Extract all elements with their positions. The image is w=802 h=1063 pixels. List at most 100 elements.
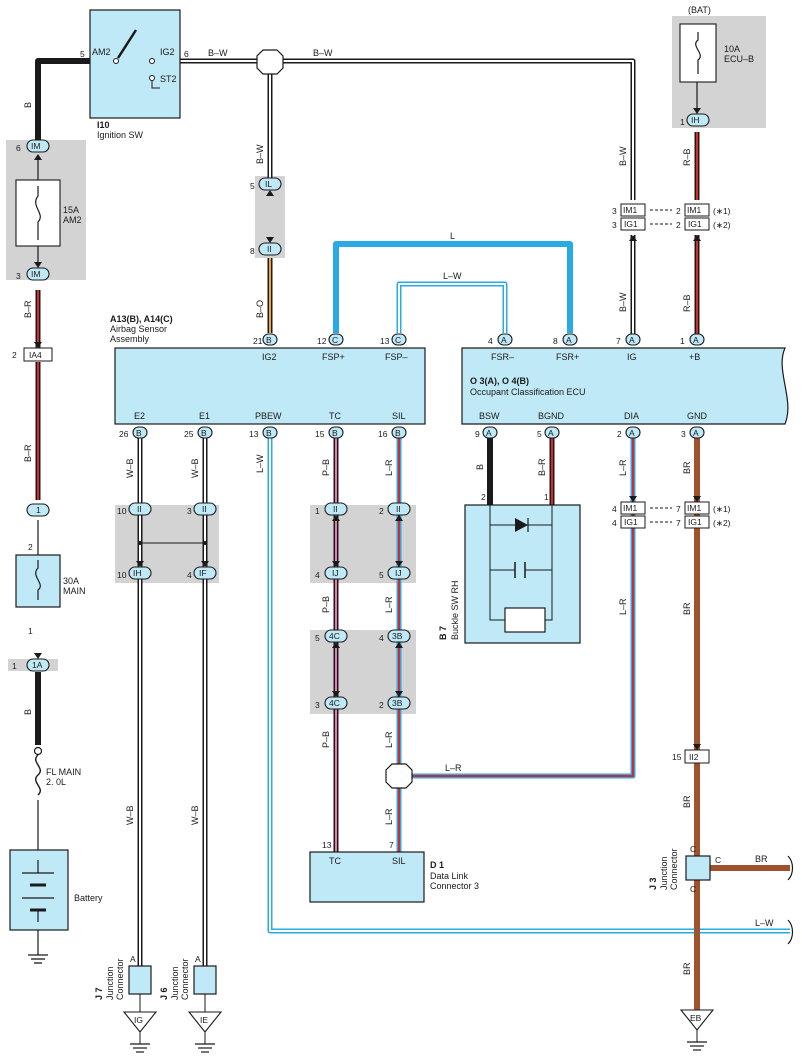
svg-text:II: II bbox=[333, 504, 338, 514]
svg-text:5: 5 bbox=[250, 181, 255, 191]
fuse-main-name: MAIN bbox=[63, 586, 86, 596]
wire-b-main bbox=[35, 58, 90, 140]
fl-main: FL MAIN 2. 0L bbox=[33, 746, 81, 796]
svg-text:8: 8 bbox=[553, 336, 558, 346]
svg-text:E2: E2 bbox=[134, 411, 145, 421]
svg-text:13: 13 bbox=[380, 336, 390, 346]
occ-top-pin: 1 A +B bbox=[680, 333, 705, 362]
fuse-main-pin-top: 2 bbox=[28, 542, 33, 552]
svg-text:II: II bbox=[202, 504, 207, 514]
svg-text:4C: 4C bbox=[329, 698, 340, 708]
occ-top-pin: 7 A IG bbox=[616, 333, 641, 362]
svg-text:II: II bbox=[137, 504, 142, 514]
svg-text:C: C bbox=[395, 335, 401, 345]
svg-text:(∗2): (∗2) bbox=[713, 518, 731, 528]
svg-text:Connector: Connector bbox=[115, 958, 125, 1000]
svg-text:A: A bbox=[566, 335, 572, 345]
ign-ig2-label: IG2 bbox=[160, 47, 175, 57]
buckle-pin-right: 1 bbox=[544, 492, 549, 502]
svg-text:B: B bbox=[266, 428, 272, 438]
fuse-main-pin-bot: 1 bbox=[28, 626, 33, 636]
occ-top-pin: 4 A FSR– bbox=[488, 333, 514, 362]
svg-text:FSR–: FSR– bbox=[491, 352, 514, 362]
svg-text:4: 4 bbox=[379, 633, 384, 643]
airbag-sensor-assembly: A13(B), A14(C) Airbag Sensor Assembly 21… bbox=[110, 314, 426, 439]
svg-text:B: B bbox=[266, 335, 272, 345]
svg-text:IH: IH bbox=[133, 568, 142, 578]
svg-text:FSP–: FSP– bbox=[385, 352, 408, 362]
svg-text:Connector: Connector bbox=[669, 848, 679, 890]
svg-text:L–R: L–R bbox=[384, 596, 394, 613]
svg-text:A: A bbox=[629, 428, 635, 438]
ignition-switch: AM2 IG2 ST2 5 6 I10 Ignition SW bbox=[80, 9, 189, 140]
svg-text:2: 2 bbox=[617, 429, 622, 439]
svg-text:1: 1 bbox=[12, 661, 17, 671]
svg-text:B: B bbox=[332, 428, 338, 438]
svg-text:4: 4 bbox=[315, 570, 320, 580]
svg-text:IJ: IJ bbox=[332, 568, 339, 578]
svg-text:4: 4 bbox=[187, 570, 192, 580]
fuse-ecub-name: ECU–B bbox=[724, 54, 754, 64]
wire-lw-pbew bbox=[267, 438, 790, 934]
svg-text:TC: TC bbox=[329, 411, 341, 421]
occ-bottom-pin: BGND 5 A bbox=[537, 411, 565, 439]
svg-text:P–B: P–B bbox=[321, 459, 331, 476]
svg-text:C: C bbox=[690, 884, 696, 894]
svg-text:B–W: B–W bbox=[618, 146, 628, 166]
svg-text:16: 16 bbox=[378, 429, 388, 439]
svg-text:J 6: J 6 bbox=[159, 987, 169, 1000]
dlc-ref: D 1 bbox=[430, 860, 444, 870]
svg-text:3: 3 bbox=[315, 700, 320, 710]
svg-text:C: C bbox=[332, 335, 338, 345]
svg-text:J 7: J 7 bbox=[94, 987, 104, 1000]
svg-text:1: 1 bbox=[680, 336, 685, 346]
svg-text:4C: 4C bbox=[329, 631, 340, 641]
wires bbox=[35, 58, 790, 1010]
svg-text:(∗1): (∗1) bbox=[713, 504, 731, 514]
svg-text:II: II bbox=[396, 504, 401, 514]
svg-text:+B: +B bbox=[689, 352, 700, 362]
svg-text:A: A bbox=[130, 954, 136, 964]
svg-text:2: 2 bbox=[676, 220, 681, 230]
ground-eb: EB bbox=[679, 1009, 715, 1051]
buckle-ref: B 7 bbox=[438, 626, 448, 640]
svg-text:5: 5 bbox=[315, 633, 320, 643]
svg-text:W–B: W–B bbox=[125, 458, 135, 478]
airbag-ref: A13(B), A14(C) bbox=[110, 314, 173, 324]
junction-j7: A IG J 7 Junction Connector bbox=[94, 954, 158, 1053]
airbag-name2: Assembly bbox=[110, 334, 150, 344]
svg-text:II: II bbox=[267, 244, 272, 254]
svg-text:(∗1): (∗1) bbox=[713, 206, 731, 216]
svg-text:E1: E1 bbox=[199, 411, 210, 421]
svg-text:4: 4 bbox=[612, 518, 617, 528]
svg-text:B: B bbox=[201, 428, 207, 438]
svg-text:3B: 3B bbox=[392, 698, 403, 708]
svg-text:B–W: B–W bbox=[255, 144, 265, 164]
fuse-main: 30A MAIN 2 1 bbox=[15, 542, 86, 636]
svg-text:A: A bbox=[693, 428, 699, 438]
svg-text:1A: 1A bbox=[32, 660, 43, 670]
svg-text:IM1: IM1 bbox=[687, 205, 701, 215]
airbag-bottom-pin: E1 25 B bbox=[184, 411, 213, 439]
svg-text:B: B bbox=[395, 428, 401, 438]
svg-text:C: C bbox=[690, 844, 696, 854]
svg-text:B: B bbox=[23, 709, 33, 715]
svg-text:L–R: L–R bbox=[445, 763, 462, 773]
ign-pin-ig2: 6 bbox=[184, 49, 189, 59]
svg-text:BR: BR bbox=[682, 461, 692, 474]
airbag-bottom-pin: PBEW 13 B bbox=[249, 411, 282, 439]
svg-text:6: 6 bbox=[16, 143, 21, 153]
svg-text:7: 7 bbox=[616, 336, 621, 346]
occ-ref: O 3(A), O 4(B) bbox=[470, 376, 529, 386]
svg-text:Junction: Junction bbox=[659, 856, 669, 890]
